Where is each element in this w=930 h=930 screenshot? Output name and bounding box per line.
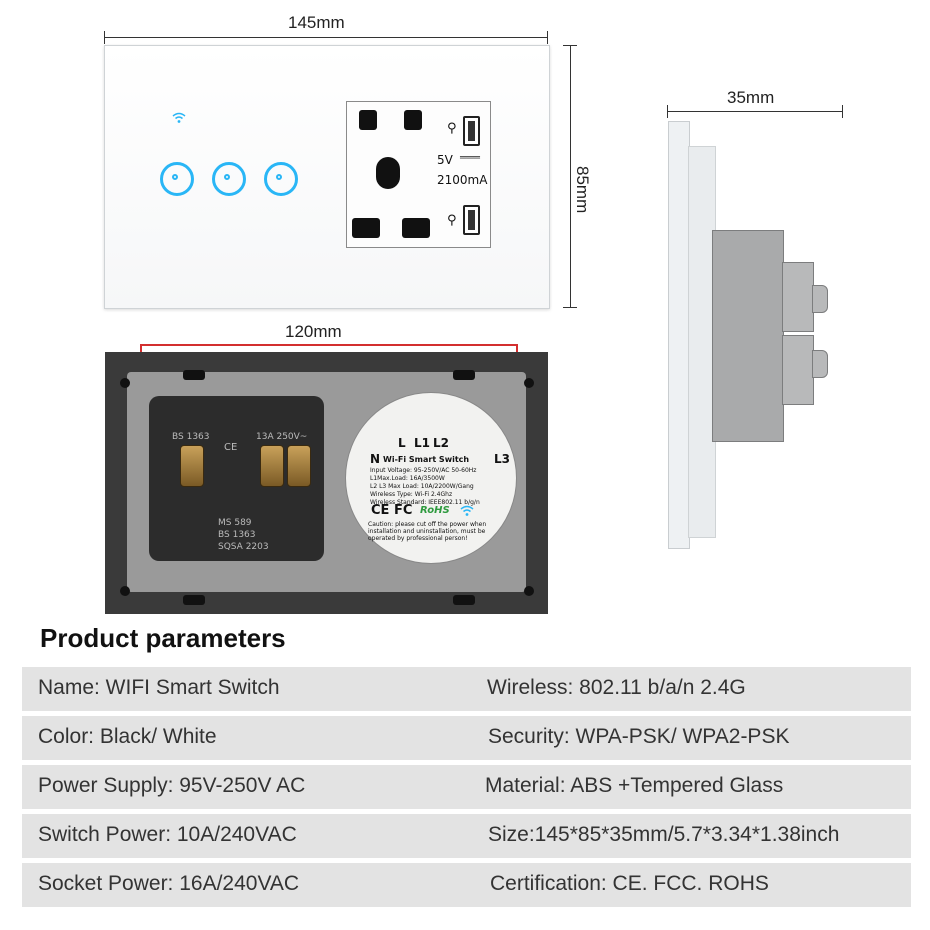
module-caution: Caution: please cut off the power when <box>368 521 487 528</box>
param-material: Material: ABS +Tempered Glass <box>485 774 784 797</box>
front-height-tick-bottom <box>563 307 577 308</box>
module-terminal-n: N <box>370 452 381 466</box>
mount-slot <box>120 586 130 596</box>
module-rohs: RoHS <box>420 505 450 516</box>
front-height-tick-top <box>563 45 577 46</box>
mount-slot <box>183 595 205 605</box>
section-title: Product parameters <box>40 623 286 653</box>
mount-slot <box>183 370 205 380</box>
param-socket-power: Socket Power: 16A/240VAC <box>38 872 300 895</box>
param-name: Name: WIFI Smart Switch <box>38 676 280 699</box>
socket-pin-bottom-left <box>352 218 380 238</box>
front-width-line <box>104 37 548 38</box>
usb-symbol-top-icon: ⚲ <box>447 120 457 135</box>
touch-button-1[interactable] <box>160 162 194 196</box>
param-switch-power: Switch Power: 10A/240VAC <box>38 823 297 846</box>
wifi-icon <box>172 112 186 123</box>
usb-port-bottom[interactable] <box>463 205 480 235</box>
socket-pin-top-left <box>359 110 377 130</box>
front-width-tick-left <box>104 31 105 44</box>
param-size: Size:145*85*35mm/5.7*3.34*1.38inch <box>488 823 840 846</box>
usb-port-top[interactable] <box>463 116 480 146</box>
module-wifi-icon <box>460 505 474 516</box>
socket-pin-bottom-right <box>402 218 430 238</box>
back-width-line <box>140 344 518 346</box>
socket-marking-ce: CE <box>224 442 238 453</box>
usb-symbol-bottom-icon: ⚲ <box>447 212 457 227</box>
module-terminal-l1: L1 <box>414 436 430 450</box>
touch-button-2[interactable] <box>212 162 246 196</box>
param-row: Switch Power: 10A/240VAC Size:145*85*35m… <box>22 814 911 858</box>
wifi-module <box>345 392 517 564</box>
module-terminal-l: L <box>398 436 406 450</box>
module-spec: L1Max.Load: 16A/3500W <box>370 475 445 482</box>
module-spec: Input Voltage: 95-250V/AC 50-60Hz <box>370 467 477 474</box>
mount-slot <box>453 595 475 605</box>
back-width-label: 120mm <box>285 322 342 341</box>
param-security: Security: WPA-PSK/ WPA2-PSK <box>488 725 790 748</box>
socket-marking-ms: MS 589 <box>218 518 252 528</box>
param-row: Socket Power: 16A/240VAC Certification: … <box>22 863 911 907</box>
module-terminal-l3: L3 <box>494 452 510 466</box>
socket-marking-sqsa: SQSA 2203 <box>218 542 269 552</box>
side-glass-panel <box>668 121 690 549</box>
side-prong <box>812 285 828 313</box>
usb-voltage: 5V <box>437 153 453 167</box>
param-color: Color: Black/ White <box>38 725 217 748</box>
front-width-label: 145mm <box>288 13 345 32</box>
side-depth-tick-right <box>842 105 843 118</box>
mount-slot <box>524 586 534 596</box>
param-certification: Certification: CE. FCC. ROHS <box>490 872 769 895</box>
socket-marking-bs: BS 1363 <box>218 530 256 540</box>
touch-button-3[interactable] <box>264 162 298 196</box>
side-depth-tick-left <box>667 105 668 118</box>
socket-pin-center <box>376 157 400 189</box>
side-prong <box>812 350 828 378</box>
usb-current: 2100mA <box>437 173 488 187</box>
front-width-tick-right <box>547 31 548 44</box>
mount-slot <box>453 370 475 380</box>
module-title: Wi-Fi Smart Switch <box>383 455 470 464</box>
side-prong <box>782 262 814 332</box>
side-depth-label: 35mm <box>727 88 775 107</box>
module-spec: L2 L3 Max Load: 10A/2200W/Gang <box>370 483 474 490</box>
param-row: Name: WIFI Smart Switch Wireless: 802.11… <box>22 667 911 711</box>
module-caution: operated by professional person! <box>368 535 468 542</box>
socket-terminal <box>287 445 311 487</box>
module-spec: Wireless Type: Wi-Fi 2.4Ghz <box>370 491 453 498</box>
socket-terminal <box>180 445 204 487</box>
param-row: Color: Black/ White Security: WPA-PSK/ W… <box>22 716 911 760</box>
module-caution: installation and uninstallation, must be <box>368 528 486 535</box>
side-depth-line <box>667 111 843 112</box>
side-prong <box>782 335 814 405</box>
module-certs: CE FC <box>371 503 413 518</box>
socket-terminal <box>260 445 284 487</box>
mount-slot <box>120 378 130 388</box>
mount-slot <box>524 378 534 388</box>
param-wireless: Wireless: 802.11 b/a/n 2.4G <box>487 676 746 699</box>
module-spec: Wireless Standard: IEEE802.11 b/g/n <box>370 499 480 506</box>
module-terminal-l2: L2 <box>433 436 449 450</box>
socket-marking-standard: BS 1363 <box>172 432 210 442</box>
usb-dc-symbol: ═══ <box>460 151 480 164</box>
socket-marking-rating: 13A 250V~ <box>256 432 308 442</box>
front-height-label: 85mm <box>573 166 592 214</box>
side-socket-body <box>712 230 784 442</box>
param-row: Power Supply: 95V-250V AC Material: ABS … <box>22 765 911 809</box>
socket-pin-top-right <box>404 110 422 130</box>
front-height-line <box>570 45 571 307</box>
param-power-supply: Power Supply: 95V-250V AC <box>38 774 306 797</box>
